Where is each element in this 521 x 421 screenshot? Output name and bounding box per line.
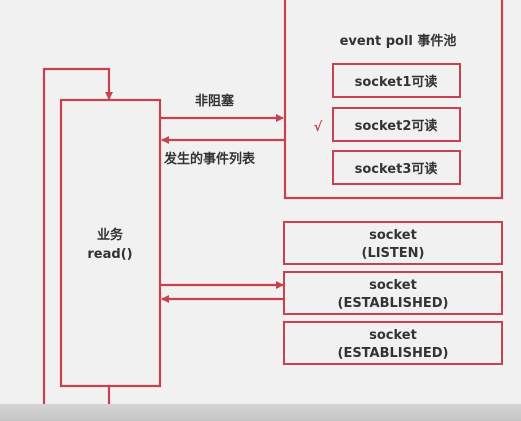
socket-state-label: (ESTABLISHED) — [338, 296, 449, 311]
non-blocking-label: 非阻塞 — [195, 93, 235, 109]
socket-box — [283, 271, 503, 315]
event-list-label: 发生的事件列表 — [163, 151, 256, 167]
business-label: 业务 — [97, 227, 124, 243]
bottom-bar — [0, 404, 521, 421]
socket-state-label: (ESTABLISHED) — [338, 346, 449, 361]
socket-box — [283, 221, 503, 265]
socket-label: socket — [369, 228, 417, 243]
event-item-box — [332, 63, 461, 98]
socket-label: socket — [369, 278, 417, 293]
event-item-label: socket3可读 — [355, 161, 438, 177]
event-item-box — [332, 107, 461, 142]
business-read-label: read() — [87, 247, 132, 262]
event-item-label: socket2可读 — [355, 118, 438, 134]
check-icon: √ — [314, 120, 323, 135]
socket-state-label: (LISTEN) — [362, 246, 425, 261]
socket-box — [283, 321, 503, 365]
event-poll-container — [283, 0, 504, 200]
event-poll-title: event poll 事件池 — [340, 33, 457, 49]
business-block — [59, 98, 162, 388]
event-item-label: socket1可读 — [355, 74, 438, 90]
socket-label: socket — [369, 328, 417, 343]
event-item-box — [332, 150, 461, 185]
